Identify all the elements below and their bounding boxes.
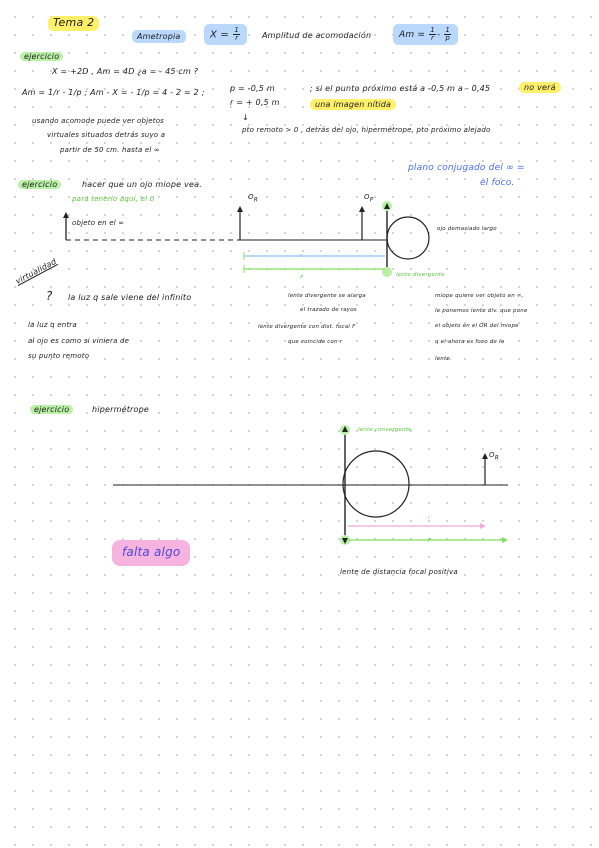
ej1-p-value: p = -0,5 m xyxy=(230,84,275,93)
ej1-punto-proximo: ; si el punto próximo está a -0,5 m a - … xyxy=(310,84,491,93)
ej3-or-sub: R xyxy=(494,455,499,462)
am-num1: 1 xyxy=(429,26,436,35)
virt-mid3: lente divergente con dist. focal f' xyxy=(258,324,356,330)
ej3-f-label: f' xyxy=(428,538,432,544)
ej1-virtuales: virtuales situados detrás suyo a xyxy=(47,131,166,139)
virt-mid1: lente divergente se alarga xyxy=(288,293,366,299)
ej3-or-o: O xyxy=(489,451,495,459)
ej1-arrow: ↓ xyxy=(242,113,249,122)
ej2-or-o: O xyxy=(248,193,254,201)
ej2-ojo-label: ojo demasiado largo xyxy=(437,226,497,232)
ej3-text: hipermétrope xyxy=(92,405,150,414)
ej1-no-vera: no verá xyxy=(519,82,561,94)
virtualidad-question: ? xyxy=(46,289,53,303)
ej2-el-foco: el foco. xyxy=(480,178,515,188)
ej2-or-label: OR xyxy=(248,193,258,204)
amplitud-label: Amplitud de acomodación xyxy=(262,31,372,40)
x-den: r xyxy=(235,34,239,42)
ej2-op-o: O xyxy=(364,193,370,201)
ej2-op-label: OP xyxy=(364,193,373,204)
ej1-pto-remoto: pto remoto > 0 , detrás del ojo, hipermé… xyxy=(242,126,491,134)
ametropia-label: Ametropia xyxy=(132,30,186,44)
ej2-green-note: para tenerlo aquí, el 0 xyxy=(72,195,155,203)
ej1-usando: usando acomode puede ver objetos xyxy=(32,117,165,125)
virt-line3: al ojo es como si viniera de xyxy=(28,337,130,345)
ej3-caption: lente de distancia focal positiva xyxy=(340,568,458,576)
virt-mid4: que coincide con r xyxy=(288,339,343,345)
ej2-text: hacer que un ojo miope vea. xyxy=(82,180,202,189)
virt-line2: la luz q entra xyxy=(28,321,77,329)
ej1-partir: partir de 50 cm. hasta el ∞ xyxy=(60,146,160,154)
ej3-r-label: r xyxy=(428,515,431,521)
ej1-r-value: r = + 0,5 m xyxy=(230,98,280,107)
ej1-imagen-nitida: una imagen nítida xyxy=(310,99,397,111)
virt-right5: lente. xyxy=(435,356,452,362)
ej2-plano: plano conjugado del ∞ = xyxy=(408,163,525,173)
am-formula-lhs: Am = xyxy=(399,30,426,40)
x-num: 1 xyxy=(233,26,241,35)
virt-right4: q el ahora es foco de la xyxy=(435,339,505,345)
tema-title: Tema 2 xyxy=(48,16,100,31)
ej2-op-sub: P xyxy=(369,197,374,204)
virt-right2: le ponemos lente div. que pone xyxy=(435,308,528,314)
virt-line1: la luz q sale viene del infinito xyxy=(68,293,192,302)
ej1-am-formula: Am = 1/r - 1/p ; Am - X = - 1/p = 4 - 2 … xyxy=(22,88,205,97)
x-formula-lhs: X = xyxy=(210,29,230,41)
ejercicio-2-label: ejercicio xyxy=(18,180,62,190)
ej3-falta: falta algo xyxy=(112,540,191,566)
ejercicio-1-label: ejercicio xyxy=(20,52,64,62)
ej2-f-label: f' xyxy=(300,275,304,281)
virt-right1: miope quiere ver objeto en ∞, xyxy=(435,293,524,299)
ej3-or-label: OR xyxy=(489,451,499,462)
ej2-or-sub: R xyxy=(253,197,258,204)
virt-right3: el objeto en el OR del miope xyxy=(435,323,519,329)
ejercicio-3-label: ejercicio xyxy=(30,405,74,415)
ej2-lente-div-small: lente divergente xyxy=(396,272,445,278)
virt-mid2: el trazado de rayos xyxy=(300,307,357,313)
ej1-given: X = +2D , Am = 4D ¿a = - 45 cm ? xyxy=(52,67,199,76)
am-num2: 1 xyxy=(444,26,452,35)
virt-line4: su punto remoto xyxy=(28,352,90,360)
ej2-objeto: objeto en el ∞ xyxy=(72,219,125,227)
am-den2: p xyxy=(445,34,451,42)
am-den1: r xyxy=(430,34,435,42)
ej3-lente-conv: lente convergente xyxy=(358,427,412,433)
